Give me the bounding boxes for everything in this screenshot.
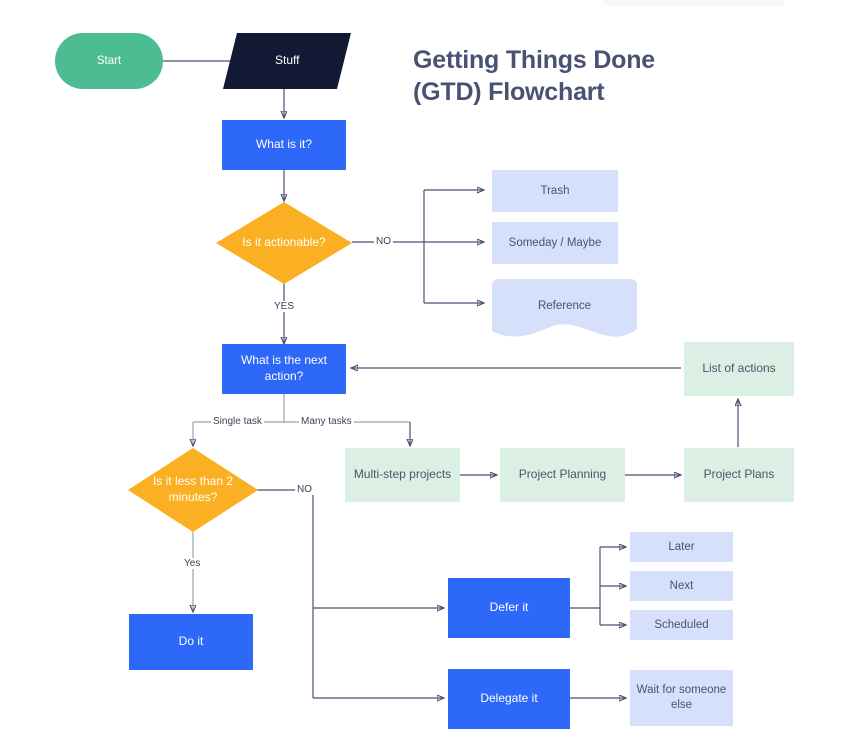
node-someday-maybe-label: Someday / Maybe [508, 236, 602, 249]
node-wait-for-someone-else[interactable]: Wait for someone else [630, 670, 733, 726]
edge-label-many-tasks: Many tasks [299, 416, 354, 427]
node-what-is-next-action-label: What is the next action? [240, 353, 328, 383]
node-trash[interactable]: Trash [492, 170, 618, 212]
page-title: Getting Things Done (GTD) Flowchart [413, 44, 655, 108]
node-list-of-actions-label: List of actions [702, 361, 776, 376]
node-reference-label: Reference [537, 299, 592, 312]
edge-label-no-two-minutes: NO [295, 484, 314, 495]
top-edge-artifact [604, 0, 784, 6]
node-do-it[interactable]: Do it [129, 614, 253, 670]
edge-label-no-actionable: NO [374, 236, 393, 247]
node-stuff-label: Stuff [274, 53, 300, 68]
node-later-label: Later [668, 540, 695, 553]
node-start-label: Start [96, 54, 122, 67]
edge-label-single-task: Single task [211, 416, 264, 427]
node-next[interactable]: Next [630, 571, 733, 601]
node-someday-maybe[interactable]: Someday / Maybe [492, 222, 618, 264]
node-what-is-it[interactable]: What is it? [222, 120, 346, 170]
node-trash-label: Trash [540, 184, 570, 197]
diamond-shape [128, 448, 258, 532]
node-wait-for-someone-else-label: Wait for someone else [636, 684, 727, 711]
node-stuff[interactable]: Stuff [223, 33, 351, 89]
edge-label-yes-two-minutes: Yes [182, 558, 203, 569]
diamond-shape [216, 202, 352, 284]
node-multi-step-projects-label: Multi-step projects [353, 467, 452, 482]
node-do-it-label: Do it [178, 634, 204, 649]
node-reference[interactable]: Reference [492, 279, 637, 345]
node-scheduled-label: Scheduled [654, 618, 709, 631]
title-line-1: Getting Things Done [413, 46, 656, 74]
node-scheduled[interactable]: Scheduled [630, 610, 733, 640]
node-next-label: Next [669, 579, 694, 592]
title-line-2: (GTD) Flowchart [413, 78, 605, 106]
node-multi-step-projects[interactable]: Multi-step projects [345, 448, 460, 502]
node-project-plans[interactable]: Project Plans [684, 448, 794, 502]
node-defer-it-label: Defer it [489, 600, 529, 615]
node-project-planning[interactable]: Project Planning [500, 448, 625, 502]
node-project-planning-label: Project Planning [518, 467, 607, 482]
node-is-it-less-than-2-minutes[interactable]: Is it less than 2 minutes? [128, 448, 258, 532]
node-later[interactable]: Later [630, 532, 733, 562]
node-delegate-it-label: Delegate it [480, 691, 538, 706]
node-delegate-it[interactable]: Delegate it [448, 669, 570, 729]
node-start[interactable]: Start [55, 33, 163, 89]
node-is-it-actionable[interactable]: Is it actionable? [216, 202, 352, 284]
node-list-of-actions[interactable]: List of actions [684, 342, 794, 396]
node-project-plans-label: Project Plans [703, 467, 775, 482]
edge-label-yes-actionable: YES [272, 301, 297, 312]
node-what-is-it-label: What is it? [255, 137, 312, 152]
node-what-is-next-action[interactable]: What is the next action? [222, 344, 346, 394]
node-defer-it[interactable]: Defer it [448, 578, 570, 638]
